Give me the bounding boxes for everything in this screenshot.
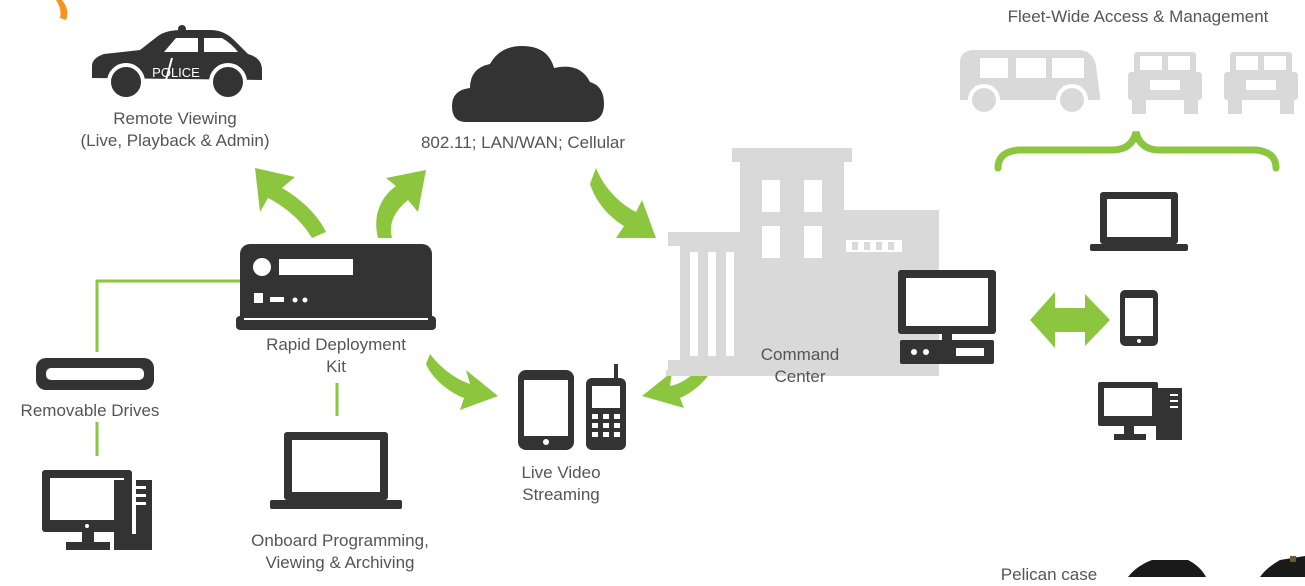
jeep-front-icon [1128, 52, 1202, 114]
command-center-label: Command Center [730, 344, 870, 388]
command-line1: Command [760, 345, 840, 364]
desktop-computer-icon [42, 470, 152, 550]
onboard-line1: Onboard Programming, [251, 531, 429, 550]
fleet-laptop-icon [1090, 192, 1188, 251]
cell-phone-icon [586, 364, 626, 450]
police-car-icon [92, 25, 262, 101]
live-video-label: Live Video Streaming [496, 462, 626, 506]
onboard-line2: Viewing & Archiving [265, 553, 415, 572]
arrow-rdk-to-mobile [426, 354, 498, 410]
rdk-line2: Kit [326, 357, 346, 376]
remote-viewing-label: Remote Viewing (Live, Playback & Admin) [70, 108, 280, 152]
live-video-line1: Live Video [521, 463, 601, 482]
tablet-icon [1120, 290, 1158, 346]
fleet-label: Fleet-Wide Access & Management [1007, 7, 1269, 26]
workstation-icon [898, 270, 996, 364]
removable-drive-icon [36, 358, 154, 390]
live-video-line2: Streaming [522, 485, 600, 504]
laptop-icon [270, 432, 402, 509]
jeep-front-icon-2 [1224, 52, 1298, 114]
command-line2: Center [774, 367, 826, 386]
onboard-label: Onboard Programming, Viewing & Archiving [220, 530, 460, 574]
arrow-bidirectional [1030, 292, 1110, 348]
arrow-cloud-to-command [590, 168, 656, 238]
suv-icon [960, 50, 1100, 116]
arrow-rdk-to-cloud [376, 170, 426, 238]
remote-viewing-line1: Remote Viewing [113, 109, 237, 128]
remote-viewing-line2: (Live, Playback & Admin) [80, 131, 270, 150]
rdk-label: Rapid Deployment Kit [236, 334, 436, 378]
rapid-deployment-kit-icon [236, 244, 436, 330]
pelican-case-label: Pelican case [1000, 565, 1098, 584]
connector-lines [95, 279, 339, 456]
pelican-case-photo [1128, 556, 1305, 577]
police-text: POLICE [152, 65, 200, 80]
removable-drives-label: Removable Drives [20, 401, 160, 420]
fleet-brace [994, 131, 1280, 172]
command-center-building-icon [666, 148, 939, 376]
cloud-icon [452, 46, 604, 122]
brand-mark [56, 0, 68, 20]
network-label: 802.11; LAN/WAN; Cellular [420, 133, 626, 152]
smartphone-icon [518, 370, 574, 450]
fleet-desktop-icon [1098, 382, 1182, 440]
rdk-line1: Rapid Deployment [266, 335, 406, 354]
arrow-rdk-to-police [255, 168, 326, 238]
